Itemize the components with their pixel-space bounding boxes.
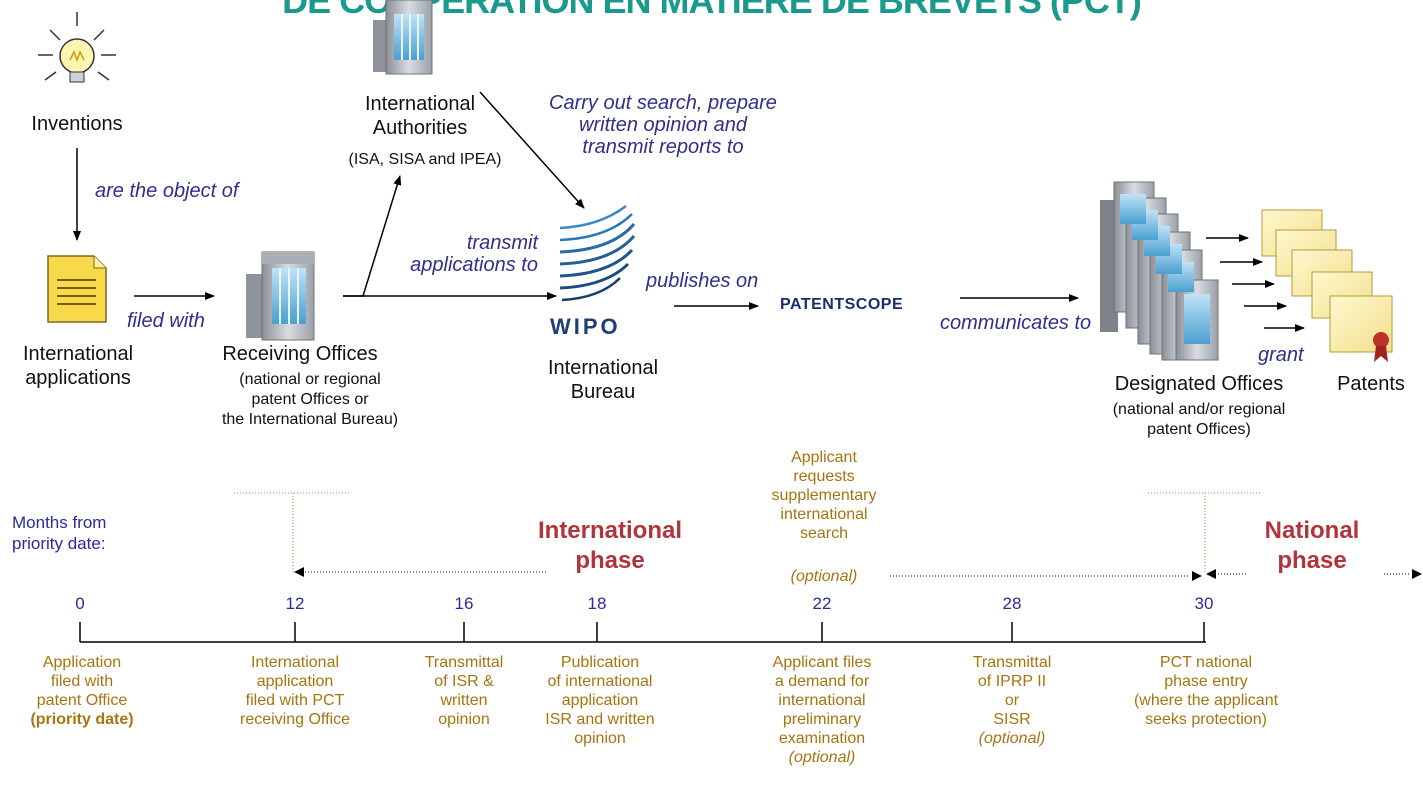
month-16: 16	[454, 594, 474, 613]
intl-authorities-label: International Authorities	[364, 93, 476, 139]
arrowhead-right-30	[1192, 571, 1202, 581]
verb-publishes-on: publishes on	[646, 270, 759, 292]
month-18: 18	[587, 594, 607, 613]
desc-month-30: PCT national phase entry (where the appl…	[1133, 654, 1279, 728]
international-phase-label: International phase	[537, 517, 682, 574]
desc-month-22-text: Applicant files a demand for internation…	[772, 654, 872, 747]
month-0: 0	[75, 594, 85, 613]
intl-bureau-label: International Bureau	[547, 357, 659, 403]
arrowhead-right-end	[1412, 569, 1422, 579]
designated-offices-sub: (national and/or regional patent Offices…	[1112, 401, 1286, 438]
applicant-requests-label: Applicant requests supplementary interna…	[771, 449, 877, 542]
verb-communicates-to: communicates to	[940, 312, 1092, 334]
desc-month-0-text: Application filed with patent Office	[36, 654, 128, 709]
months-from-priority-label: Months from priority date:	[12, 513, 107, 553]
arrow-authorities-to-ib	[479, 91, 585, 209]
authorities-building-icon	[373, 0, 433, 75]
desc-month-28: Transmittal of IPRP II or SISR (optional…	[950, 653, 1074, 748]
verb-object-of: are the object of	[95, 180, 239, 202]
desc-month-28-text: Transmittal of IPRP II or SISR	[972, 654, 1052, 728]
desc-month-28-optional: (optional)	[978, 730, 1046, 747]
desc-month-18: Publication of international application…	[545, 654, 655, 747]
arrowhead-left-12	[294, 567, 304, 577]
month-30: 30	[1194, 594, 1214, 613]
receiving-offices-sub: (national or regional patent Offices or …	[221, 371, 399, 428]
receiving-office-building-icon	[246, 251, 315, 341]
lightbulb-icon	[38, 12, 116, 83]
intl-applications-label: International applications	[22, 343, 134, 389]
intl-authorities-sub: (ISA, SISA and IPEA)	[348, 151, 502, 168]
applicant-requests-optional: (optional)	[790, 568, 858, 585]
wipo-logo-icon	[559, 205, 636, 302]
patents-label: Patents	[1337, 373, 1405, 395]
desc-month-0-bold: (priority date)	[30, 711, 134, 728]
desc-month-12: International application filed with PCT…	[240, 654, 350, 728]
desc-month-22-optional: (optional)	[788, 749, 856, 766]
verb-transmit: transmit applications to	[410, 232, 538, 276]
desc-month-0: Application filed with patent Office (pr…	[10, 653, 154, 729]
month-12: 12	[285, 594, 305, 613]
document-icon	[47, 255, 107, 323]
patentscope-label: PATENTSCOPE	[780, 296, 904, 313]
receiving-offices-label: Receiving Offices	[222, 343, 378, 365]
verb-filed-with: filed with	[127, 310, 205, 332]
arrowhead-left-30	[1206, 569, 1216, 579]
patent-certificate-icon	[1261, 209, 1393, 362]
designated-offices-label: Designated Offices	[1114, 373, 1284, 395]
diagram-title: DE COOPÉRATION EN MATIÈRE DE BREVETS (PC…	[282, 0, 1142, 21]
verb-carry-out: Carry out search, prepare written opinio…	[549, 92, 777, 158]
verb-grant: grant	[1258, 344, 1304, 366]
wipo-logo-text: WIPO	[550, 314, 621, 339]
desc-month-16: Transmittal of ISR & written opinion	[424, 654, 504, 728]
designated-offices-building-icon	[1100, 181, 1219, 361]
inventions-label: Inventions	[31, 113, 123, 135]
month-22: 22	[812, 594, 832, 613]
month-28: 28	[1002, 594, 1022, 613]
national-phase-label: National phase	[1264, 517, 1360, 574]
desc-month-22: Applicant files a demand for internation…	[746, 653, 898, 767]
